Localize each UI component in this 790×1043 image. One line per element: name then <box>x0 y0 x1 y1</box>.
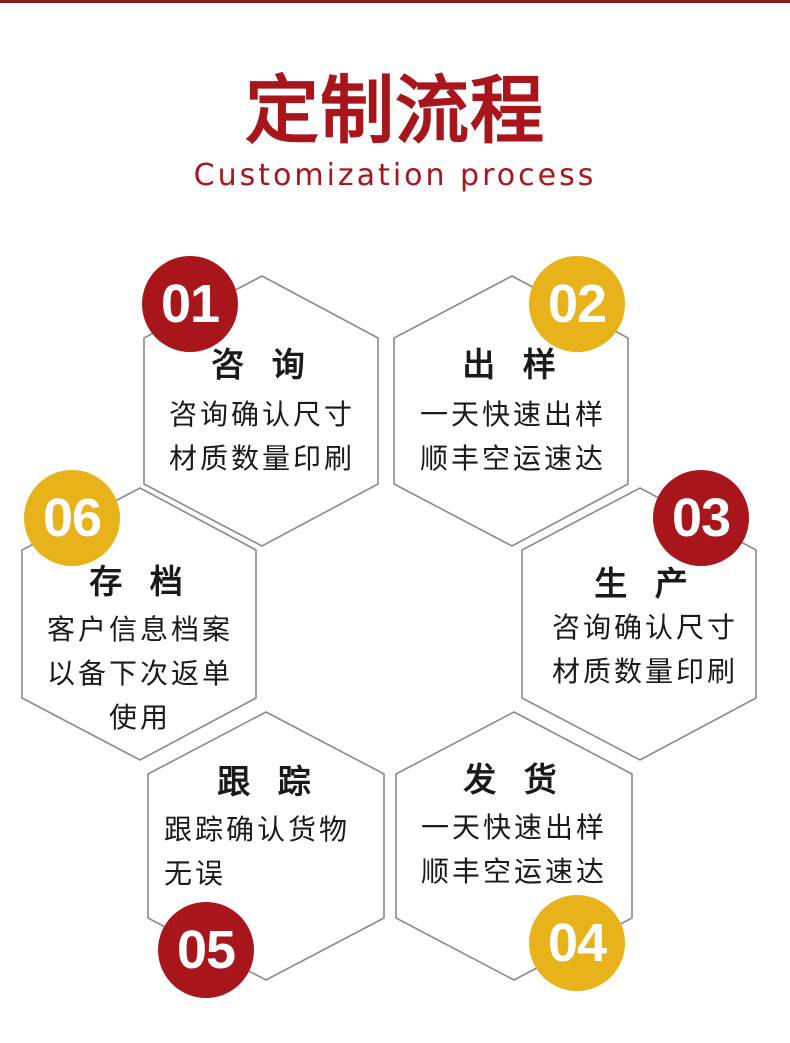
step-number-badge-06: 06 <box>24 470 120 566</box>
step-description-line: 咨询确认尺寸 <box>168 398 355 431</box>
step-number-badge-02: 02 <box>529 256 625 352</box>
step-number-badge-04: 04 <box>529 895 625 991</box>
step-description-line: 材质数量印刷 <box>168 442 355 475</box>
step-description-line: 客户信息档案 <box>46 613 233 646</box>
page-title: 定制流程 <box>245 68 545 154</box>
step-description-line: 无误 <box>164 857 227 890</box>
step-description-line: 顺丰空运速达 <box>419 442 606 475</box>
top-rule <box>0 0 790 3</box>
step-heading: 跟 踪 <box>217 762 319 801</box>
step-description-line: 材质数量印刷 <box>551 655 738 688</box>
step-06: 存 档 客户信息档案 以备下次返单 使用 <box>22 560 258 740</box>
step-heading: 发 货 <box>463 760 565 799</box>
step-number-badge-03: 03 <box>653 470 749 566</box>
step-description-line: 咨询确认尺寸 <box>551 611 738 644</box>
step-heading: 出 样 <box>462 345 564 384</box>
page-subtitle: Customization process <box>193 158 597 193</box>
step-heading: 生 产 <box>594 564 696 603</box>
step-heading: 咨 询 <box>211 345 313 384</box>
step-description-line: 跟踪确认货物 <box>164 813 351 846</box>
step-04: 发 货 一天快速出样 顺丰空运速达 <box>396 758 632 894</box>
step-05: 跟 踪 跟踪确认货物 无误 <box>150 760 386 896</box>
step-description-line: 顺丰空运速达 <box>420 855 607 888</box>
step-description-line: 一天快速出样 <box>420 811 607 844</box>
step-description-line: 一天快速出样 <box>419 398 606 431</box>
step-03: 生 产 咨询确认尺寸 材质数量印刷 <box>528 562 762 694</box>
step-number-badge-01: 01 <box>142 256 238 352</box>
step-02: 出 样 一天快速出样 顺丰空运速达 <box>396 343 630 481</box>
step-description-line: 以备下次返单 <box>46 657 233 690</box>
step-01: 咨 询 咨询确认尺寸 材质数量印刷 <box>145 343 379 481</box>
step-description-line: 使用 <box>108 701 171 734</box>
step-number-badge-05: 05 <box>158 902 254 998</box>
step-heading: 存 档 <box>89 562 191 601</box>
